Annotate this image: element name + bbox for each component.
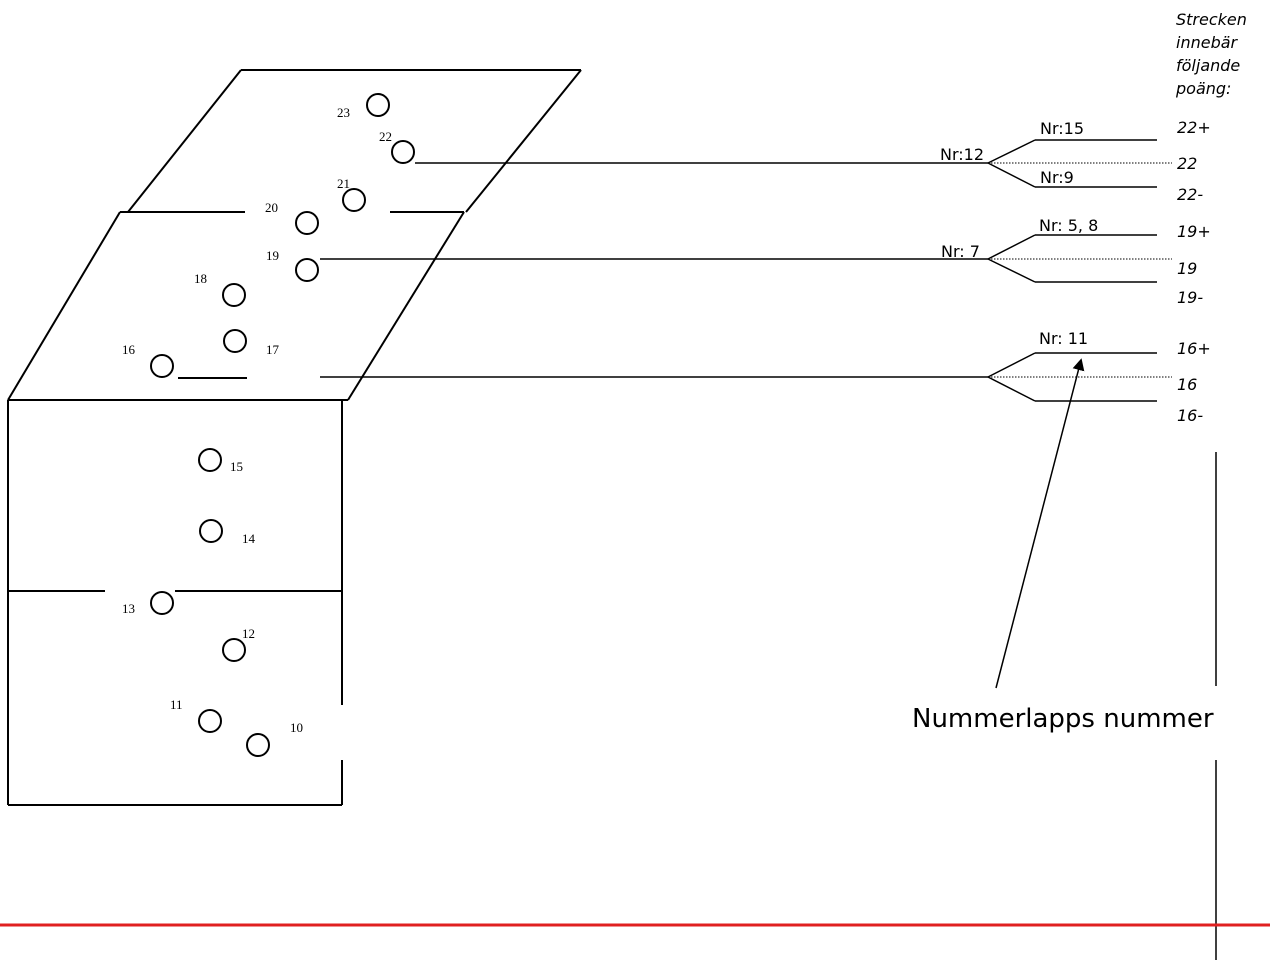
- branch-16: [987, 352, 1172, 402]
- label-21: 21: [337, 176, 350, 191]
- label-17: 17: [266, 342, 280, 357]
- branch-top-left: Nr:12: [940, 145, 984, 164]
- legend-line-1: Strecken: [1176, 10, 1247, 29]
- label-13: 13: [122, 601, 135, 616]
- hole-21: [342, 188, 366, 212]
- score-19: 19: [1177, 259, 1197, 278]
- branch-top-lower: Nr:9: [1040, 168, 1074, 187]
- hole-19: [295, 258, 319, 282]
- callout-arrow: [995, 358, 1085, 689]
- score-19-minus: 19-: [1177, 288, 1203, 307]
- hole-18: [222, 283, 246, 307]
- label-15: 15: [230, 459, 243, 474]
- label-11: 11: [170, 697, 183, 712]
- label-20: 20: [265, 200, 278, 215]
- holes: [150, 93, 415, 757]
- label-14: 14: [242, 531, 256, 546]
- hole-22: [391, 140, 415, 164]
- label-16: 16: [122, 342, 136, 357]
- score-labels: 22+ 22 22- 19+ 19 19- 16+ 16 16-: [1177, 118, 1211, 425]
- lower-board: [7, 400, 343, 806]
- hole-12: [222, 638, 246, 662]
- hole-11: [198, 709, 222, 733]
- score-22-minus: 22-: [1177, 185, 1203, 204]
- score-22-plus: 22+: [1177, 118, 1211, 137]
- score-16-minus: 16-: [1177, 406, 1203, 425]
- hole-14: [199, 519, 223, 543]
- branch-labels: Nr:12 Nr:15 Nr:9 Nr: 7 Nr: 5, 8 Nr: 11: [940, 119, 1098, 348]
- hole-23: [366, 93, 390, 117]
- score-16-plus: 16+: [1177, 339, 1211, 358]
- upper-board: [120, 69, 582, 213]
- branch-mid-left: Nr: 7: [941, 242, 980, 261]
- callout-text: Nummerlapps nummer: [912, 704, 1214, 734]
- score-22: 22: [1177, 154, 1197, 173]
- label-19: 19: [266, 248, 279, 263]
- label-23: 23: [337, 105, 350, 120]
- branch-low-upper: Nr: 11: [1039, 329, 1088, 348]
- connectors: [320, 162, 988, 378]
- branch-19: [987, 234, 1172, 283]
- hole-17: [223, 329, 247, 353]
- score-16: 16: [1177, 375, 1197, 394]
- label-22: 22: [379, 129, 392, 144]
- branch-mid-upper: Nr: 5, 8: [1039, 216, 1098, 235]
- hole-13: [150, 591, 174, 615]
- label-12: 12: [242, 626, 255, 641]
- middle-board: [7, 211, 465, 401]
- points-legend: Strecken innebär följande poäng:: [1175, 10, 1247, 98]
- branch-top-upper: Nr:15: [1040, 119, 1084, 138]
- score-19-plus: 19+: [1177, 222, 1211, 241]
- hole-20: [295, 211, 319, 235]
- hole-labels: 23 22 21 20 19 18 17 16 15 14 13 12 11 1…: [122, 105, 392, 735]
- legend-line-4: poäng:: [1175, 79, 1231, 98]
- legend-line-3: följande: [1176, 56, 1240, 75]
- label-18: 18: [194, 271, 207, 286]
- label-10: 10: [290, 720, 303, 735]
- legend-line-2: innebär: [1176, 33, 1239, 52]
- hole-10: [246, 733, 270, 757]
- hole-16: [150, 354, 174, 378]
- branch-22: [987, 139, 1172, 188]
- hole-15: [198, 448, 222, 472]
